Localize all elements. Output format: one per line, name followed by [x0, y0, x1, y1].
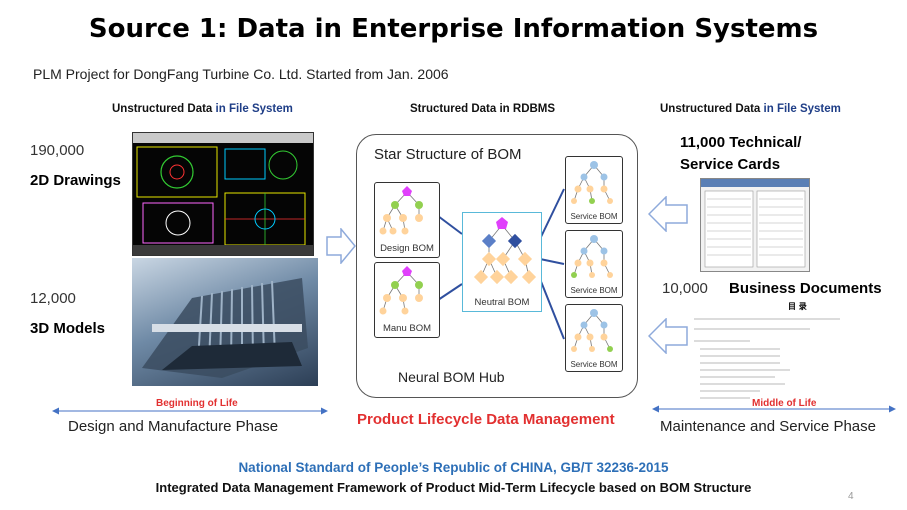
left-column-header: Unstructured Data in File System: [112, 103, 293, 115]
right-header-suffix: in File System: [763, 103, 841, 115]
turbine-3d-model-image: [132, 258, 318, 386]
star-structure-title: Star Structure of BOM: [374, 146, 522, 163]
maintenance-service-phase-label: Maintenance and Service Phase: [660, 418, 876, 435]
docs-label: Business Documents: [729, 280, 882, 297]
drawings-count: 190,000: [30, 142, 85, 159]
drawings-label: 2D Drawings: [30, 172, 121, 189]
right-column-header: Unstructured Data in File System: [660, 103, 841, 115]
models-label: 3D Models: [30, 320, 106, 337]
center-column-header: Structured Data in RDBMS: [410, 103, 555, 115]
service-bom-tree-icon: [571, 235, 613, 278]
page-subtitle: PLM Project for DongFang Turbine Co. Ltd…: [33, 66, 449, 82]
cards-label-line2: Service Cards: [680, 156, 781, 173]
design-manufacture-phase-label: Design and Manufacture Phase: [68, 418, 279, 435]
manu-bom-box: Manu BOM: [374, 262, 440, 338]
neutral-bom-tree-icon: [473, 217, 537, 285]
service-bom-box-1: Service BOM: [565, 156, 623, 224]
service-bom-tree-icon: [571, 161, 613, 204]
bom-connector-lines: [437, 188, 565, 340]
page-title: Source 1: Data in Enterprise Information…: [88, 14, 819, 44]
service-card-image: [700, 178, 810, 272]
service-bom-label-3: Service BOM: [570, 360, 618, 369]
right-header-prefix: Unstructured Data: [660, 103, 764, 115]
design-bom-box: Design BOM: [374, 182, 440, 258]
docs-to-hub-arrow: [647, 317, 688, 359]
cad-drawing-image: [132, 132, 314, 256]
neutral-bom-label: Neutral BOM: [474, 297, 530, 308]
national-standard-label: National Standard of People’s Republic o…: [238, 460, 669, 475]
neutral-bom-box: Neutral BOM: [462, 212, 542, 312]
neural-bom-hub-label: Neural BOM Hub: [398, 369, 505, 385]
plm-label: Product Lifecycle Data Management: [357, 411, 615, 428]
service-bom-label-2: Service BOM: [570, 286, 618, 295]
left-header-suffix: in File System: [215, 103, 293, 115]
beginning-of-life-arrow: [52, 407, 328, 415]
framework-label: Integrated Data Management Framework of …: [155, 480, 752, 495]
design-bom-tree-icon: [379, 186, 423, 235]
manu-bom-tree-icon: [379, 266, 423, 315]
middle-of-life-label: Middle of Life: [752, 398, 817, 409]
service-bom-tree-icon: [571, 309, 613, 352]
service-bom-label-1: Service BOM: [570, 212, 618, 221]
business-document-image: 目 录: [690, 302, 852, 403]
docs-count: 10,000: [662, 280, 708, 297]
design-bom-label: Design BOM: [380, 243, 434, 254]
middle-of-life-arrow: [652, 405, 896, 413]
cards-to-hub-arrow: [647, 195, 688, 237]
left-to-hub-arrow: [326, 226, 356, 269]
manu-bom-label: Manu BOM: [382, 323, 432, 334]
models-count: 12,000: [30, 290, 76, 307]
cards-label-line1: 11,000 Technical/: [680, 134, 802, 151]
service-bom-box-2: Service BOM: [565, 230, 623, 298]
page-number: 4: [848, 491, 854, 502]
center-header-suffix: in RDBMS: [499, 103, 556, 115]
docs-heading: 目 录: [788, 302, 807, 311]
center-header-prefix: Structured Data: [410, 103, 500, 115]
left-header-prefix: Unstructured Data: [112, 103, 216, 115]
service-bom-box-3: Service BOM: [565, 304, 623, 372]
beginning-of-life-label: Beginning of Life: [156, 398, 238, 409]
